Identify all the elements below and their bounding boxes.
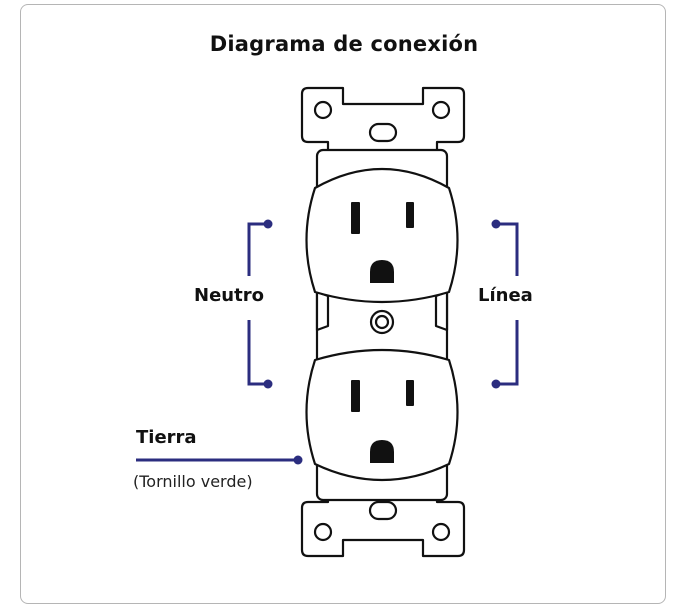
top-left-mounting-hole xyxy=(313,100,333,120)
bottom-right-mounting-hole xyxy=(431,522,451,542)
top-right-mounting-hole xyxy=(431,100,451,120)
line-bracket xyxy=(496,222,519,386)
upper-receptacle-face xyxy=(305,168,459,304)
bottom-screw-slot xyxy=(368,500,398,521)
ground-note-label: (Tornillo verde) xyxy=(133,472,253,491)
line-top-terminal-dot xyxy=(491,219,501,229)
upper-ground-slot xyxy=(370,260,394,283)
lower-receptacle-face xyxy=(305,348,459,482)
line-bottom-terminal-dot xyxy=(491,379,501,389)
center-screw-inner xyxy=(374,314,390,330)
upper-hot-slot xyxy=(406,202,414,228)
top-screw-slot xyxy=(368,122,398,143)
line-label: Línea xyxy=(478,285,533,306)
lower-neutral-slot xyxy=(351,380,360,412)
neutral-bracket xyxy=(247,222,268,386)
lower-hot-slot xyxy=(406,380,414,406)
ground-label: Tierra xyxy=(136,427,197,448)
lower-ground-slot xyxy=(370,440,394,463)
bottom-left-mounting-hole xyxy=(313,522,333,542)
diagram-title: Diagrama de conexión xyxy=(209,32,479,56)
ground-terminal-dot xyxy=(293,455,303,465)
neutral-bottom-terminal-dot xyxy=(263,379,273,389)
left-terminal-tab xyxy=(315,290,330,332)
neutral-top-terminal-dot xyxy=(263,219,273,229)
right-terminal-tab xyxy=(434,290,449,332)
upper-neutral-slot xyxy=(351,202,360,234)
neutral-label: Neutro xyxy=(194,285,264,306)
